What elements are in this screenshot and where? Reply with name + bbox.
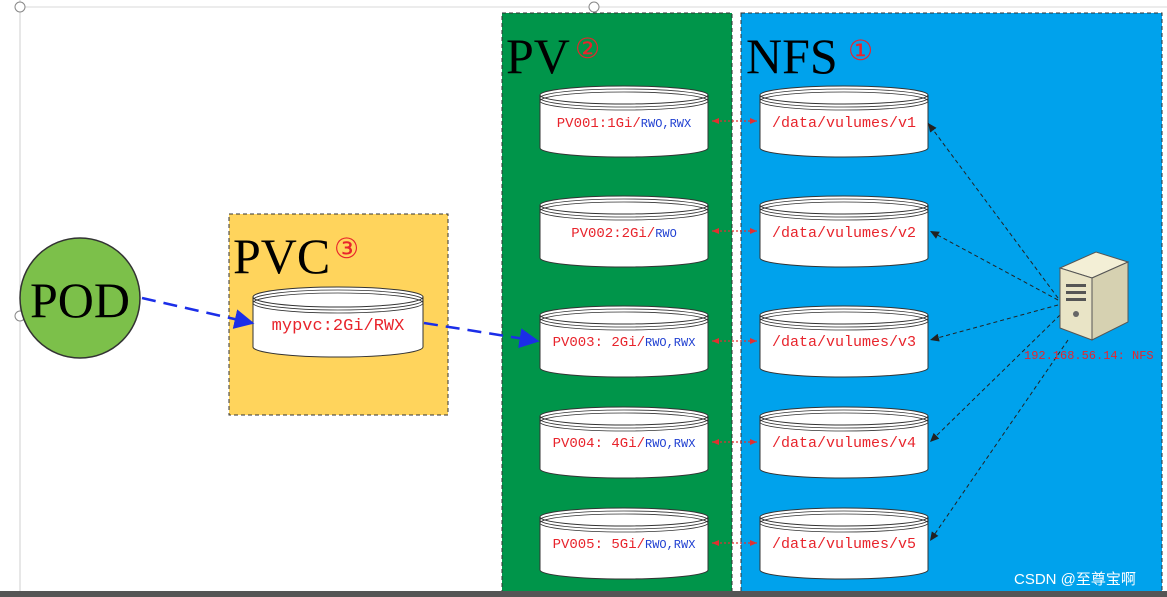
pvc-to-pv003-arrow	[423, 321, 540, 349]
pv004-name: PV004: 4Gi/	[553, 436, 645, 452]
pv001-name: PV001:1Gi/	[557, 116, 641, 132]
svg-text:PV004: 4Gi/RWO,RWX: PV004: 4Gi/RWO,RWX	[553, 436, 696, 452]
nfs-path-v2-cylinder: /data/vulumes/v2	[759, 195, 929, 268]
nfs-step-number: ①	[848, 36, 873, 67]
nfs-path-v1-cylinder: /data/vulumes/v1	[759, 85, 929, 158]
selection-handle-top-left[interactable]	[14, 1, 26, 13]
pv001-mode: RWO,RWX	[641, 117, 691, 131]
pvc-step-number: ③	[334, 234, 359, 265]
server-to-v5-arrow	[929, 339, 1069, 542]
pv003-mode: RWO,RWX	[645, 336, 695, 350]
pv-title: PV	[506, 28, 570, 84]
pv005-name: PV005: 5Gi/	[553, 537, 645, 553]
server-to-v4-arrow	[929, 314, 1061, 443]
svg-text:PV001:1Gi/RWO,RWX: PV001:1Gi/RWO,RWX	[557, 116, 691, 132]
nfs-path-v5-cylinder: /data/vulumes/v5	[759, 507, 929, 580]
pv004-mode: RWO,RWX	[645, 437, 695, 451]
pvc-claim-name: mypvc:2Gi/	[272, 317, 374, 336]
nfs-path-v5: /data/vulumes/v5	[772, 536, 916, 553]
pvc-claim-mode: RWX	[374, 317, 405, 336]
pv003-cylinder: PV003: 2Gi/RWO,RWX	[539, 305, 709, 378]
nfs-path-v1: /data/vulumes/v1	[772, 115, 916, 132]
svg-text:PV003: 2Gi/RWO,RWX: PV003: 2Gi/RWO,RWX	[553, 335, 696, 351]
pvc-title: PVC	[233, 228, 330, 284]
nfs-path-v3-cylinder: /data/vulumes/v3	[759, 305, 929, 378]
watermark: CSDN @至尊宝啊	[1014, 571, 1136, 588]
server-to-v3-arrow	[929, 304, 1059, 342]
nfs-path-v2: /data/vulumes/v2	[772, 225, 916, 242]
nfs-server-label: 192.168.56.14: NFS	[1024, 349, 1154, 363]
server-to-v1-arrow	[927, 122, 1059, 299]
pv-step-number: ②	[575, 34, 600, 65]
pv002-name: PV002:2Gi/	[571, 226, 655, 242]
pod-node: POD	[19, 237, 141, 359]
nfs-path-v4-cylinder: /data/vulumes/v4	[759, 406, 929, 479]
pv001-cylinder: PV001:1Gi/RWO,RWX	[539, 85, 709, 158]
pv003-name: PV003: 2Gi/	[553, 335, 645, 351]
nfs-title: NFS	[746, 28, 838, 84]
svg-text:PV005: 5Gi/RWO,RWX: PV005: 5Gi/RWO,RWX	[553, 537, 696, 553]
nfs-path-v4: /data/vulumes/v4	[772, 435, 916, 452]
selection-handle-top-mid[interactable]	[588, 1, 600, 13]
pv004-cylinder: PV004: 4Gi/RWO,RWX	[539, 406, 709, 479]
pv002-cylinder: PV002:2Gi/RWO	[539, 195, 709, 268]
nfs-path-v3: /data/vulumes/v3	[772, 334, 916, 351]
pod-to-pvc-arrow	[141, 296, 255, 329]
pod-label: POD	[30, 272, 130, 328]
pvc-claim-cylinder: mypvc:2Gi/RWX	[252, 286, 424, 358]
server-icon	[1058, 251, 1130, 341]
pv005-mode: RWO,RWX	[645, 538, 695, 552]
svg-text:PV002:2Gi/RWO: PV002:2Gi/RWO	[571, 226, 677, 242]
svg-text:mypvc:2Gi/RWX: mypvc:2Gi/RWX	[272, 317, 405, 336]
pv002-mode: RWO	[655, 227, 677, 241]
server-to-v2-arrow	[929, 230, 1059, 301]
bottom-scrollbar[interactable]	[0, 591, 1167, 597]
pv005-cylinder: PV005: 5Gi/RWO,RWX	[539, 507, 709, 580]
